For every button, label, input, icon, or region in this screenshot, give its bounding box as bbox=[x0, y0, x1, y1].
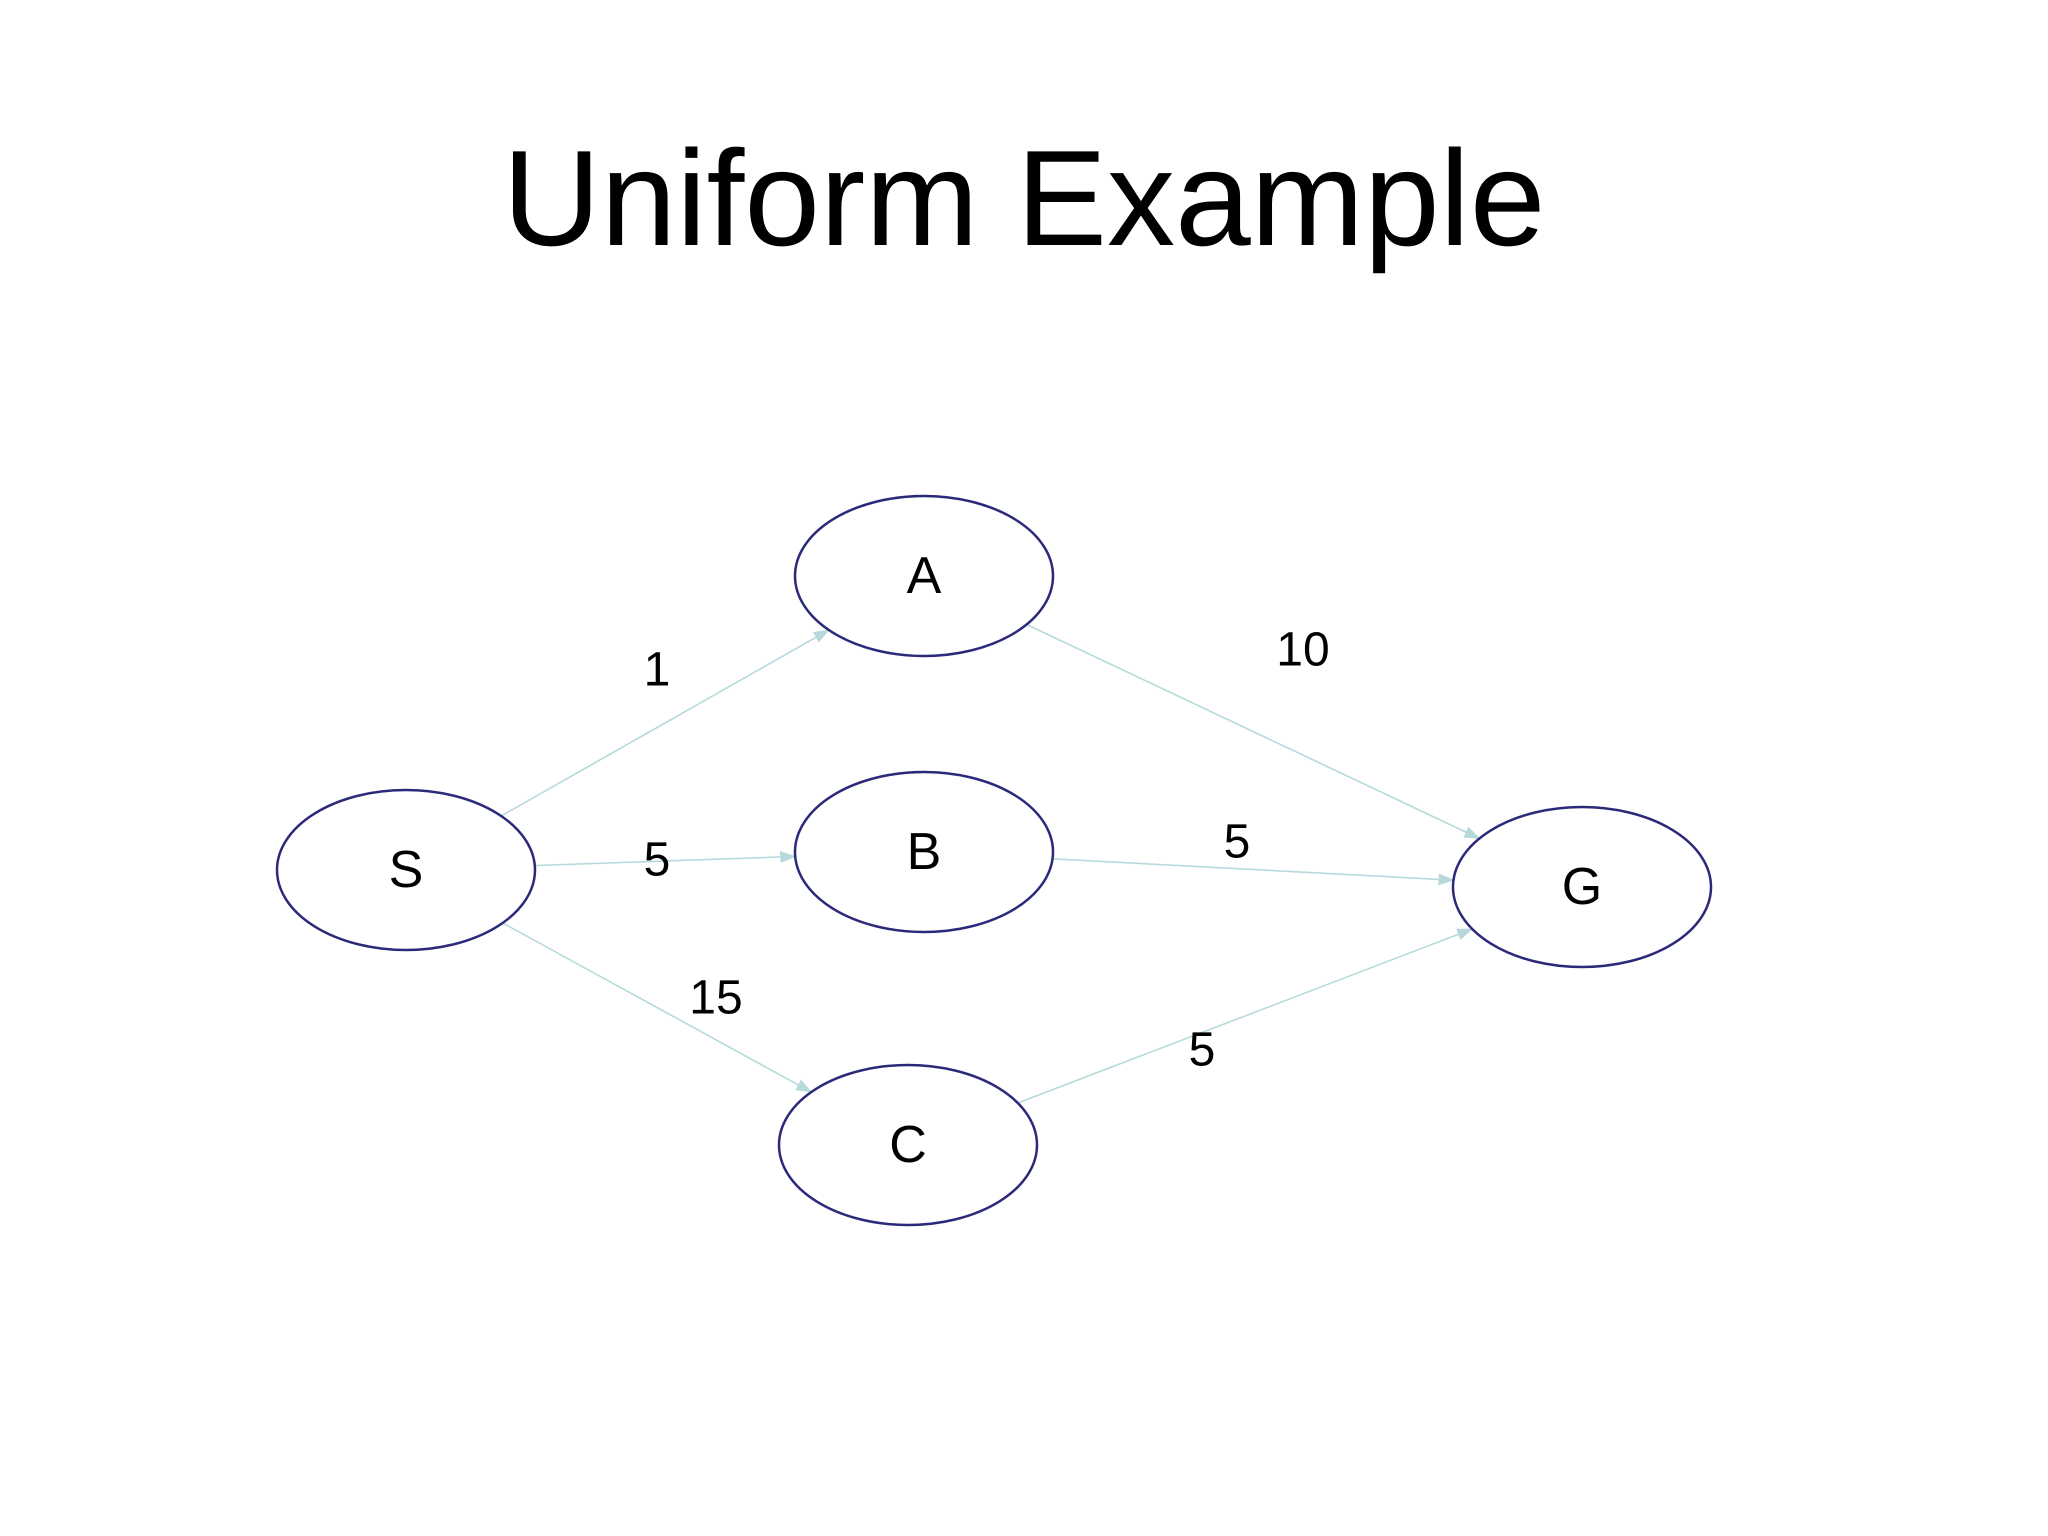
edge-s-c bbox=[502, 922, 813, 1093]
node-g: G bbox=[1451, 805, 1713, 969]
node-s-ellipse bbox=[275, 788, 537, 952]
nodes-layer: S A B C G bbox=[275, 494, 1713, 1227]
node-a-ellipse bbox=[793, 494, 1055, 658]
node-g-label: G bbox=[1562, 858, 1602, 916]
edge-weight-s-c: 15 bbox=[689, 972, 742, 1025]
edge-weight-c-g: 5 bbox=[1189, 1024, 1216, 1077]
node-c: C bbox=[777, 1063, 1039, 1227]
node-b-ellipse bbox=[793, 770, 1055, 934]
node-a-label: A bbox=[907, 547, 942, 605]
edge-a-g bbox=[1026, 623, 1481, 840]
edge-weight-s-b: 5 bbox=[644, 834, 671, 887]
edge-weight-b-g: 5 bbox=[1224, 816, 1251, 869]
edge-weight-a-g: 10 bbox=[1276, 624, 1329, 677]
edge-c-g bbox=[1017, 928, 1474, 1104]
node-c-ellipse bbox=[777, 1063, 1039, 1227]
node-b: B bbox=[793, 770, 1055, 934]
node-s-label: S bbox=[389, 841, 424, 899]
node-s: S bbox=[275, 788, 537, 952]
edge-b-g bbox=[1052, 858, 1455, 886]
node-a: A bbox=[793, 494, 1055, 658]
edges-layer bbox=[500, 623, 1481, 1104]
node-c-label: C bbox=[889, 1116, 927, 1174]
edge-s-b bbox=[534, 851, 797, 867]
node-b-label: B bbox=[907, 823, 942, 881]
page-title: Uniform Example bbox=[502, 122, 1546, 274]
edge-weight-s-a: 1 bbox=[644, 644, 671, 697]
node-g-ellipse bbox=[1451, 805, 1713, 969]
edge-s-a bbox=[500, 629, 830, 817]
